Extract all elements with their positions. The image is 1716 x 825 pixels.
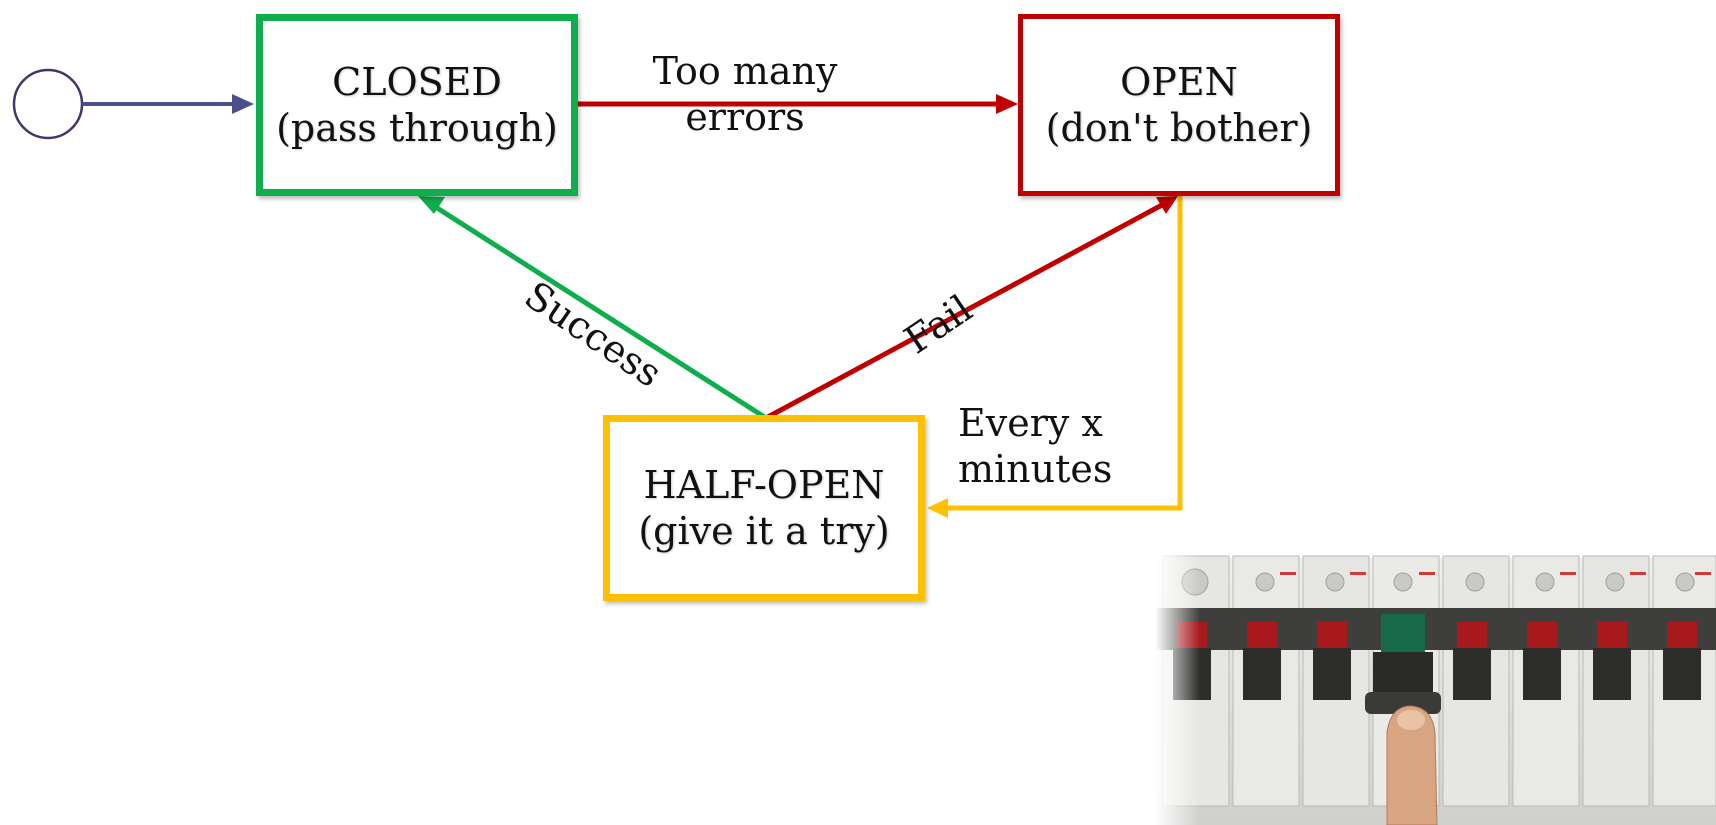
- fail-arrowhead: [1156, 196, 1178, 214]
- state-open-subtitle: (don't bother): [1045, 106, 1313, 150]
- too-many-errors-arrowhead: [996, 94, 1018, 114]
- every-x-minutes-arrowhead: [927, 498, 948, 518]
- too-many-errors-label: Too many errors: [640, 48, 850, 141]
- state-open-title: OPEN: [1120, 59, 1238, 104]
- every-x-minutes-line2: minutes: [958, 447, 1113, 492]
- every-x-minutes-label: Every x minutes: [958, 400, 1112, 493]
- state-closed-subtitle: (pass through): [276, 106, 558, 150]
- state-half-open: HALF-OPEN (give it a try): [603, 415, 925, 601]
- success-arrowhead: [418, 196, 445, 214]
- success-arrow: [432, 203, 768, 421]
- state-closed-title: CLOSED: [332, 59, 502, 104]
- fail-arrow: [764, 202, 1164, 421]
- circuit-breaker-photo: [1155, 522, 1716, 825]
- too-many-errors-line2: errors: [685, 95, 805, 140]
- state-open: OPEN (don't bother): [1018, 14, 1340, 196]
- initial-state-circle: [12, 68, 84, 140]
- state-half-open-subtitle: (give it a try): [638, 509, 890, 553]
- too-many-errors-line1: Too many: [652, 49, 838, 93]
- circuit-breaker-illustration: [1155, 522, 1716, 825]
- every-x-minutes-arrow: [948, 196, 1183, 511]
- state-half-open-title: HALF-OPEN: [643, 462, 885, 507]
- initial-arrowhead: [232, 94, 254, 114]
- state-closed: CLOSED (pass through): [256, 14, 578, 196]
- every-x-minutes-line1: Every x: [958, 401, 1103, 445]
